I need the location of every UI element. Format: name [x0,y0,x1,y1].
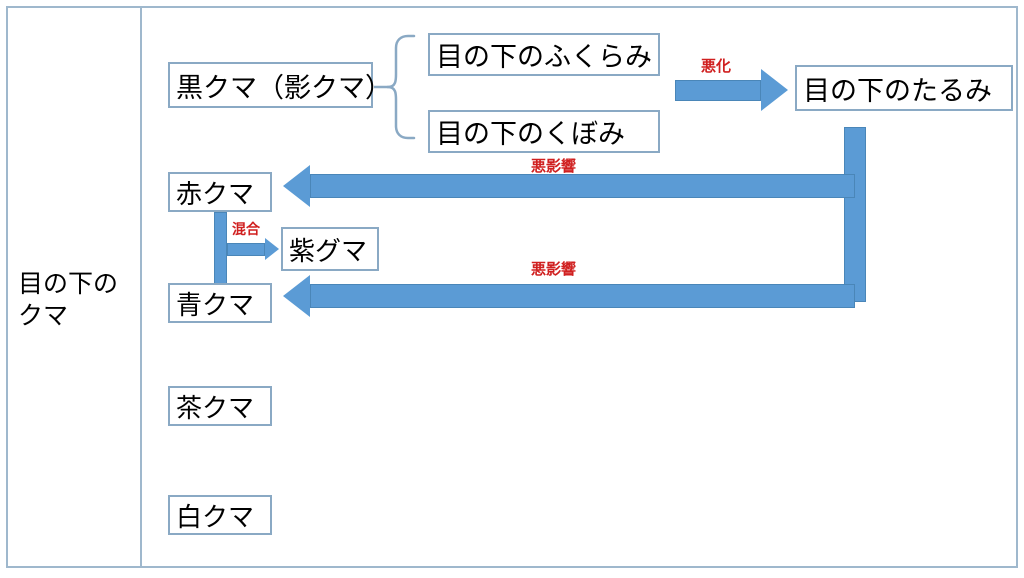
akueikyou-lower-head [283,275,310,317]
column-divider [140,6,142,568]
kongou-arrow-head [265,238,279,260]
edge-label-akueikyou-lower: 悪影響 [531,260,577,278]
node-kuro-kuma-label: 黒クマ（影クマ） [176,72,392,104]
node-shiro-kuma-label: 白クマ [176,502,255,533]
node-aka-kuma[interactable]: 赤クマ [168,172,272,212]
node-kuro-kuma[interactable]: 黒クマ（影クマ） [168,62,392,108]
node-ao-kuma-label: 青クマ [176,290,255,321]
tarumi-trunk-vertical [844,127,866,302]
root-category-label: 目の下の クマ [18,268,136,332]
node-cha-kuma[interactable]: 茶クマ [168,386,272,426]
brace-connector [374,34,416,140]
node-tarumi-label: 目の下のたるみ [803,75,992,107]
node-kubomi-label: 目の下のくぼみ [436,119,625,150]
root-label-line2: クマ [18,301,69,330]
node-shiro-kuma[interactable]: 白クマ [168,495,272,535]
node-murasaki-guma-label: 紫グマ [289,236,368,267]
node-fukurami-label: 目の下のふくらみ [436,42,652,73]
kongou-horizontal-shaft [227,243,265,256]
node-murasaki-guma[interactable]: 紫グマ [281,227,379,271]
root-label-line1: 目の下の [18,269,119,298]
node-tarumi[interactable]: 目の下のたるみ [795,65,1013,111]
node-aka-kuma-label: 赤クマ [176,179,255,210]
kongou-vertical-bar [214,212,227,288]
akka-arrow-head [761,69,788,111]
node-ao-kuma[interactable]: 青クマ [168,283,272,323]
akueikyou-upper-shaft [310,174,855,198]
node-cha-kuma-label: 茶クマ [176,393,255,424]
edge-label-akueikyou-upper: 悪影響 [531,157,577,175]
akueikyou-lower-shaft [310,284,855,308]
edge-label-akka: 悪化 [701,57,732,75]
akueikyou-upper-head [283,165,310,207]
akka-arrow-shaft [675,80,761,101]
edge-label-kongou: 混合 [232,222,260,238]
node-kubomi[interactable]: 目の下のくぼみ [428,110,660,153]
node-fukurami[interactable]: 目の下のふくらみ [428,33,660,76]
